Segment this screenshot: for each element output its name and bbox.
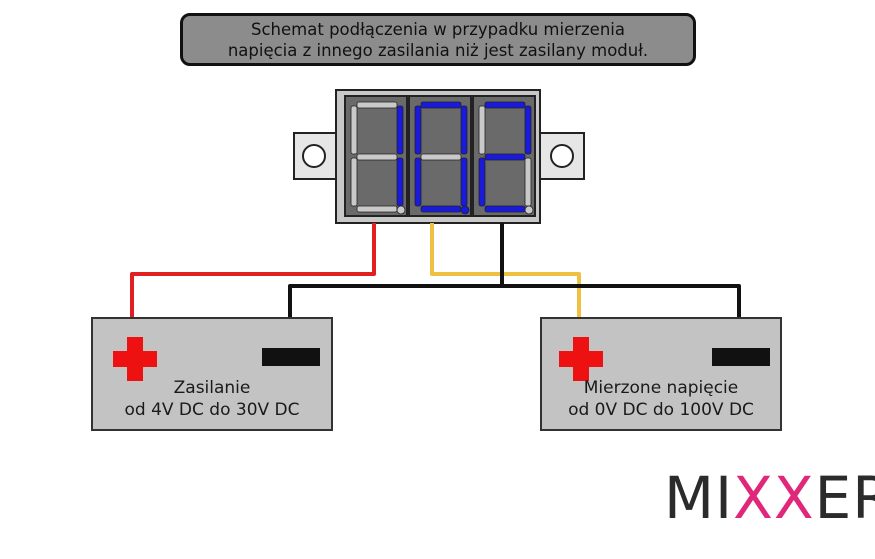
digit-3-segment-b (524, 105, 532, 155)
logo-prefix: MI (664, 464, 734, 532)
digit-3-segment-g (484, 153, 526, 161)
mounting-hole-left (302, 144, 326, 168)
digit-3-decimal-point (524, 205, 534, 215)
digit-2-segment-d (420, 205, 462, 213)
mixxer-logo: MIXXER (664, 466, 875, 530)
digit-1-decimal-point (396, 205, 406, 215)
battery-measured-label: Mierzone napięcie od 0V DC do 100V DC (542, 377, 780, 421)
digit-3-segment-d (484, 205, 526, 213)
battery-supply-line-1: Zasilanie (173, 378, 251, 398)
digit-2-segment-g (420, 153, 462, 161)
digit-3-segment-e (478, 157, 486, 207)
battery-supply-label: Zasilanie od 4V DC do 30V DC (93, 377, 331, 421)
wire-yellow (430, 223, 581, 332)
plus-terminal-icon (559, 337, 603, 381)
logo-mark: XX (733, 464, 815, 532)
digit-2-segment-b (460, 105, 468, 155)
mounting-hole-right (550, 144, 574, 168)
logo-suffix: ER (814, 464, 875, 532)
digit-3-segment-f (478, 105, 486, 155)
digit-1-segment-a (356, 101, 398, 109)
battery-supply: Zasilanie od 4V DC do 30V DC (91, 317, 333, 431)
digit-2-segment-f (414, 105, 422, 155)
battery-measured-line-1: Mierzone napięcie (583, 378, 739, 398)
battery-measured-line-2: od 0V DC do 100V DC (568, 400, 754, 420)
title-line-2: napięcia z innego zasilania niż jest zas… (227, 40, 649, 60)
title-line-1: Schemat podłączenia w przypadku mierzeni… (251, 19, 625, 39)
seven-segment-digits (350, 101, 534, 215)
digit-1-segment-f (350, 105, 358, 155)
digit-1-segment-d (356, 205, 398, 213)
wire-red (130, 223, 376, 332)
battery-measured: Mierzone napięcie od 0V DC do 100V DC (540, 317, 782, 431)
digit-1-segment-c (396, 157, 404, 207)
battery-supply-line-2: od 4V DC do 30V DC (124, 400, 300, 420)
digit-1-segment-b (396, 105, 404, 155)
digit-1-segment-g (356, 153, 398, 161)
plus-terminal-icon (113, 337, 157, 381)
digit-3-segment-a (484, 101, 526, 109)
digit-2-decimal-point (460, 205, 470, 215)
digit-2-segment-a (420, 101, 462, 109)
digit-2-segment-e (414, 157, 422, 207)
minus-terminal-icon (712, 348, 770, 366)
minus-terminal-icon (262, 348, 320, 366)
digit-2-segment-c (460, 157, 468, 207)
digit-1-segment-e (350, 157, 358, 207)
title-box: Schemat podłączenia w przypadku mierzeni… (180, 13, 696, 66)
digit-3-segment-c (524, 157, 532, 207)
voltmeter-module (293, 89, 585, 224)
